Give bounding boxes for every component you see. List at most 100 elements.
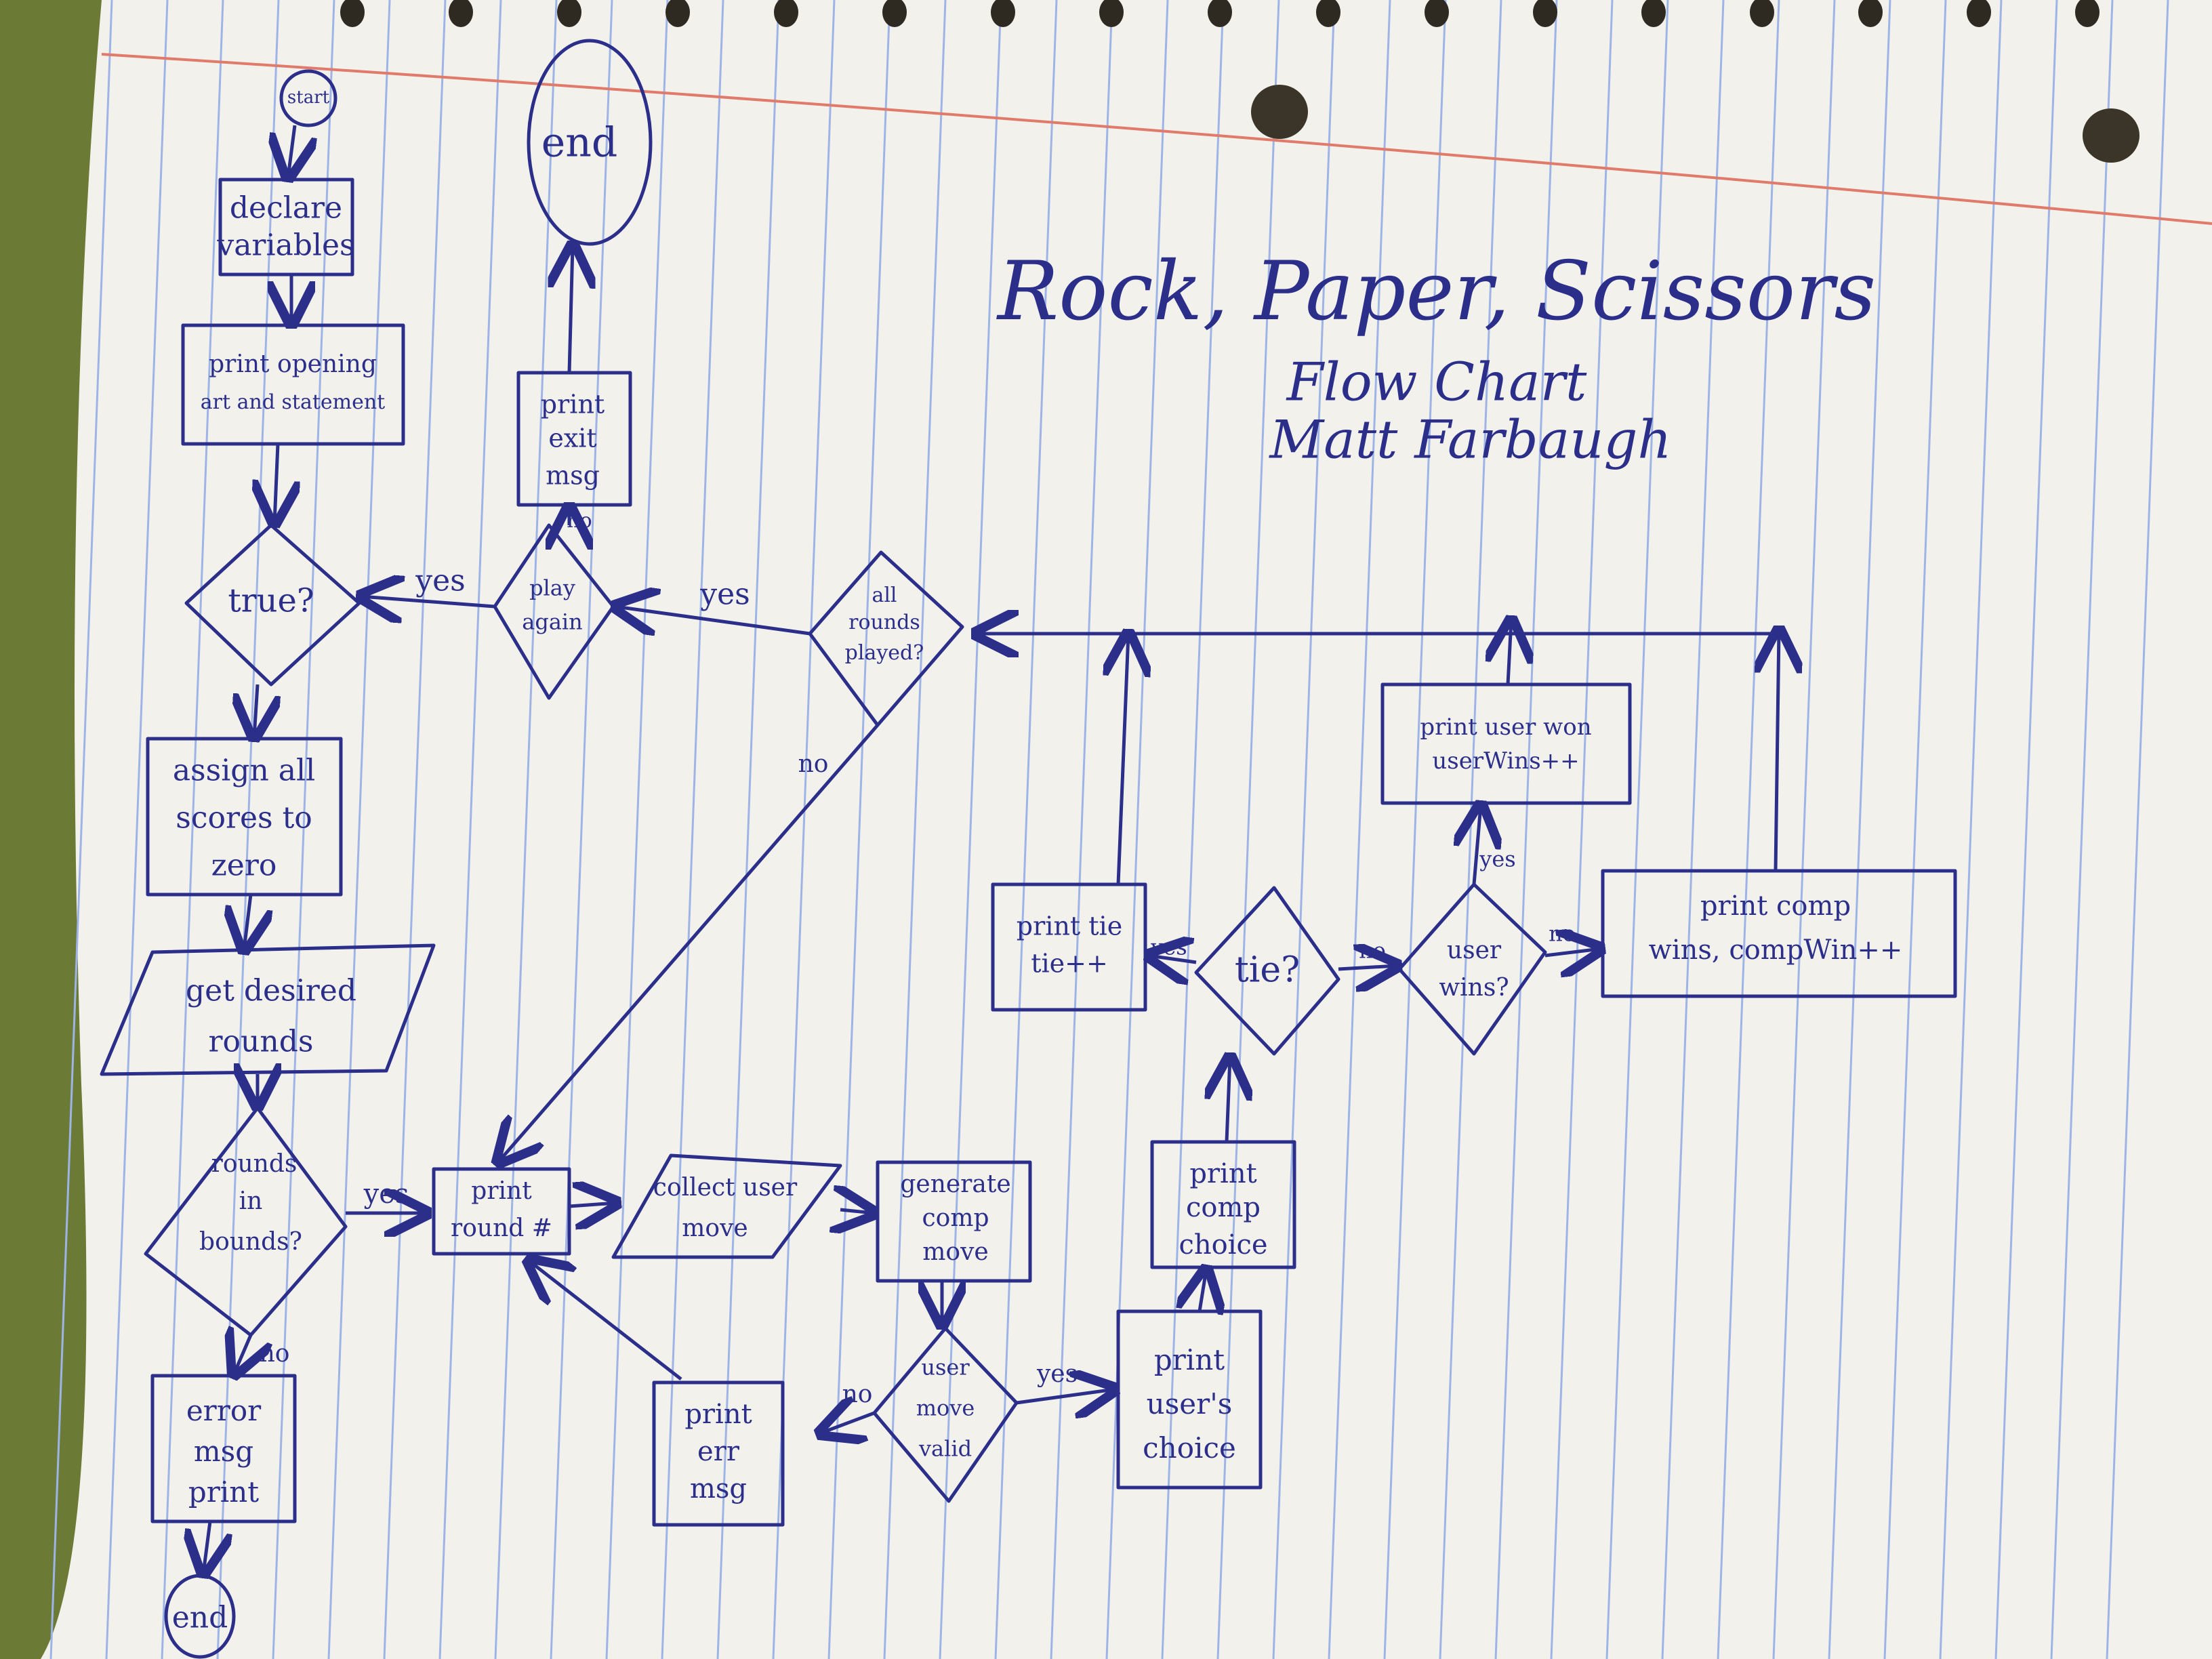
print-round-label-2: round # xyxy=(451,1214,552,1242)
get-rounds-parallelogram xyxy=(100,943,436,1076)
user-move-valid-label-1: user xyxy=(921,1355,970,1380)
start-terminal xyxy=(279,69,337,127)
tie-check-label: tie? xyxy=(1235,950,1300,991)
all-rounds-label-2: rounds xyxy=(848,611,920,634)
error-msg-box xyxy=(150,1374,297,1523)
rule-line xyxy=(438,0,502,1659)
rule-line xyxy=(2050,0,2114,1659)
edge-no-playagain: no xyxy=(567,509,592,533)
paper-sheet xyxy=(41,0,2212,1659)
edge-no-allrounds: no xyxy=(798,750,829,778)
start-label: start xyxy=(287,87,330,108)
chart-author: Matt Farbaugh xyxy=(1268,410,1671,471)
spiral-hole xyxy=(2075,0,2100,27)
spiral-hole xyxy=(1425,0,1449,27)
print-tie-label-2: tie++ xyxy=(1031,949,1108,979)
user-wins-label-1: user xyxy=(1447,937,1502,964)
rule-line xyxy=(827,0,891,1659)
get-rounds-label-2: rounds xyxy=(209,1025,314,1059)
print-comp-choice-label-1: print xyxy=(1189,1158,1256,1189)
rule-line xyxy=(161,0,224,1659)
rounds-in-bounds-label-2: in xyxy=(239,1187,263,1215)
edge-yes-rounds: yes xyxy=(363,1179,409,1210)
spiral-hole xyxy=(1858,0,1883,27)
spiral-hole xyxy=(991,0,1015,27)
rule-line xyxy=(605,0,669,1659)
print-user-choice-label-2: user's xyxy=(1147,1387,1233,1420)
edge-yes-userwins: yes xyxy=(1479,846,1515,872)
get-rounds-label-1: get desired xyxy=(186,974,356,1008)
rounds-in-bounds-label-1: rounds xyxy=(211,1150,298,1178)
print-user-choice-label-3: choice xyxy=(1143,1431,1236,1465)
edge-yes-valid: yes xyxy=(1036,1360,1078,1388)
declare-label-2: variables xyxy=(216,228,354,263)
rounds-in-bounds-label-3: bounds? xyxy=(199,1228,302,1256)
margin-line xyxy=(101,53,2212,225)
all-rounds-label-3: played? xyxy=(845,641,924,665)
print-err-label-1: print xyxy=(684,1399,752,1430)
tie-check-diamond xyxy=(1194,886,1340,1056)
rule-line xyxy=(494,0,558,1659)
spiral-hole xyxy=(1967,0,1991,27)
rule-line xyxy=(550,0,613,1659)
all-rounds-label-1: all xyxy=(872,583,897,607)
print-exit-label-1: print xyxy=(541,390,605,419)
punch-hole xyxy=(2083,108,2139,163)
rule-line xyxy=(1494,0,1558,1659)
rule-line xyxy=(1828,0,1891,1659)
generate-comp-label-3: move xyxy=(922,1238,988,1266)
rule-line xyxy=(883,0,947,1659)
spiral-holes xyxy=(340,0,2100,27)
punch-hole xyxy=(1251,85,1308,139)
edge-no-rounds: no xyxy=(260,1340,290,1368)
collect-move-label-1: collect user xyxy=(653,1174,798,1202)
spiral-hole xyxy=(882,0,907,27)
error-msg-label-3: print xyxy=(188,1475,259,1509)
print-user-won-box xyxy=(1380,682,1632,805)
print-err-label-2: err xyxy=(697,1436,740,1467)
edge-no-tie: no xyxy=(1359,938,1386,964)
rule-line xyxy=(994,0,1058,1659)
rule-line xyxy=(1883,0,1947,1659)
rule-line xyxy=(1272,0,1336,1659)
assign-label-3: zero xyxy=(211,848,277,883)
rule-line xyxy=(1605,0,1669,1659)
connectors xyxy=(203,125,1779,1574)
collect-move-parallelogram xyxy=(611,1153,842,1259)
rule-line xyxy=(1216,0,1280,1659)
spiral-hole xyxy=(1641,0,1666,27)
user-move-valid-diamond xyxy=(872,1326,1019,1503)
rule-line xyxy=(105,0,169,1659)
play-again-label-2: again xyxy=(522,609,582,635)
collect-move-label-2: move xyxy=(682,1214,747,1242)
rule-line xyxy=(1050,0,1113,1659)
rule-line xyxy=(1717,0,1780,1659)
error-msg-label-2: msg xyxy=(194,1435,253,1468)
print-tie-label-1: print tie xyxy=(1017,912,1122,941)
true-check-diamond xyxy=(184,523,361,687)
edge-yes-tie: yes xyxy=(1150,935,1187,960)
spiral-hole xyxy=(1208,0,1232,27)
rule-line xyxy=(2106,0,2169,1659)
print-user-choice-label-1: print xyxy=(1154,1343,1225,1376)
user-wins-diamond xyxy=(1397,882,1547,1056)
chart-subtitle: Flow Chart xyxy=(1286,352,1587,413)
rule-line xyxy=(327,0,391,1659)
assign-label-1: assign all xyxy=(173,754,315,788)
print-comp-choice-label-2: comp xyxy=(1186,1192,1261,1223)
rule-line xyxy=(383,0,447,1659)
play-again-diamond xyxy=(493,523,615,700)
generate-comp-label-2: comp xyxy=(922,1204,989,1232)
rule-line xyxy=(1994,0,2058,1659)
print-comp-wins-label-1: print comp xyxy=(1700,890,1851,922)
spiral-hole xyxy=(665,0,690,27)
spiral-hole xyxy=(1533,0,1557,27)
spiral-hole xyxy=(449,0,473,27)
print-exit-label-3: msg xyxy=(546,461,600,491)
user-move-valid-label-3: valid xyxy=(918,1436,972,1462)
play-again-label-1: play xyxy=(529,575,575,601)
print-exit-label-2: exit xyxy=(548,424,596,453)
true-check-label: true? xyxy=(228,582,314,620)
print-user-won-label-1: print user won xyxy=(1420,714,1591,741)
spiral-hole xyxy=(1750,0,1774,27)
